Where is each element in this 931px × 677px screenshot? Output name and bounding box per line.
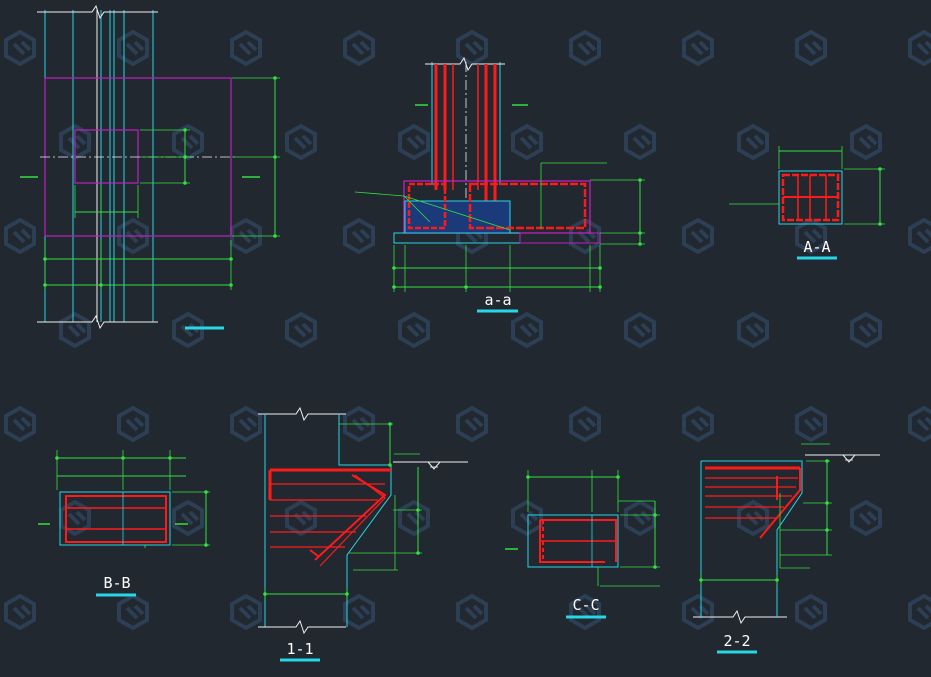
watermark-logo-icon: [230, 593, 262, 631]
watermark-logo-icon: [624, 123, 656, 161]
watermark-logo-icon: [117, 217, 149, 255]
watermark-logo-icon: [682, 593, 714, 631]
watermark-logo-icon: [172, 311, 204, 349]
watermark-logo-icon: [569, 405, 601, 443]
watermark-logo-icon: [172, 499, 204, 537]
section-label-B-B: B-B: [103, 574, 130, 592]
watermark-logo-icon: [850, 123, 882, 161]
watermark-logo-icon: [285, 311, 317, 349]
watermark-logo-icon: [343, 593, 375, 631]
watermark-logo-icon: [682, 217, 714, 255]
watermark-logo-icon: [908, 29, 931, 67]
watermark-logo-icon: [850, 311, 882, 349]
watermark-logo-icon: [511, 123, 543, 161]
watermark-logo-icon: [172, 123, 204, 161]
watermark-logo-icon: [511, 499, 543, 537]
watermark-logo-icon: [624, 311, 656, 349]
watermark-logo-icon: [398, 499, 430, 537]
section-A-A-view: A-A: [729, 146, 885, 260]
watermark-logo-icon: [795, 29, 827, 67]
section-label-2-2: 2-2: [723, 632, 750, 650]
watermark-logo-icon: [908, 593, 931, 631]
watermark-logo-icon: [4, 593, 36, 631]
watermark-logo-icon: [737, 311, 769, 349]
watermark-logo-icon: [908, 217, 931, 255]
watermark-logo-icon: [59, 311, 91, 349]
watermark-logo-icon: [737, 499, 769, 537]
watermark-logo-icon: [285, 499, 317, 537]
section-B-B-view: B-B: [38, 450, 210, 597]
watermark-logo-icon: [343, 405, 375, 443]
section-a-a-view: a-a: [354, 56, 645, 313]
watermark-logo-icon: [117, 405, 149, 443]
watermark-logo-icon: [230, 405, 262, 443]
section-label-C-C: C-C: [572, 596, 599, 614]
watermark-logo-icon: [511, 311, 543, 349]
section-label-a-a: a-a: [484, 291, 511, 309]
watermark-logo-icon: [850, 499, 882, 537]
watermark-logo-icon: [285, 123, 317, 161]
watermark-logo-icon: [456, 29, 488, 67]
watermark-logo-icon: [59, 123, 91, 161]
watermark-layer: [4, 29, 931, 631]
watermark-logo-icon: [398, 311, 430, 349]
section-label-A-A: A-A: [803, 238, 830, 256]
watermark-logo-icon: [624, 499, 656, 537]
section-1-1-view: 1-1: [258, 406, 468, 662]
watermark-logo-icon: [682, 405, 714, 443]
watermark-logo-icon: [117, 29, 149, 67]
watermark-logo-icon: [4, 217, 36, 255]
watermark-logo-icon: [4, 29, 36, 67]
watermark-logo-icon: [682, 29, 714, 67]
section-C-C-view: C-C: [505, 470, 660, 619]
watermark-logo-icon: [398, 123, 430, 161]
watermark-logo-icon: [456, 405, 488, 443]
watermark-logo-icon: [4, 405, 36, 443]
watermark-logo-icon: [737, 123, 769, 161]
watermark-logo-icon: [117, 593, 149, 631]
watermark-logo-icon: [908, 405, 931, 443]
plan-view: [20, 4, 280, 330]
watermark-logo-icon: [343, 29, 375, 67]
watermark-logo-icon: [569, 29, 601, 67]
watermark-logo-icon: [456, 593, 488, 631]
watermark-logo-icon: [230, 217, 262, 255]
watermark-logo-icon: [795, 405, 827, 443]
watermark-logo-icon: [59, 499, 91, 537]
watermark-logo-icon: [230, 29, 262, 67]
section-label-1-1: 1-1: [286, 640, 313, 658]
watermark-logo-icon: [795, 593, 827, 631]
section-2-2-view: 2-2: [693, 443, 880, 654]
watermark-logo-icon: [343, 217, 375, 255]
